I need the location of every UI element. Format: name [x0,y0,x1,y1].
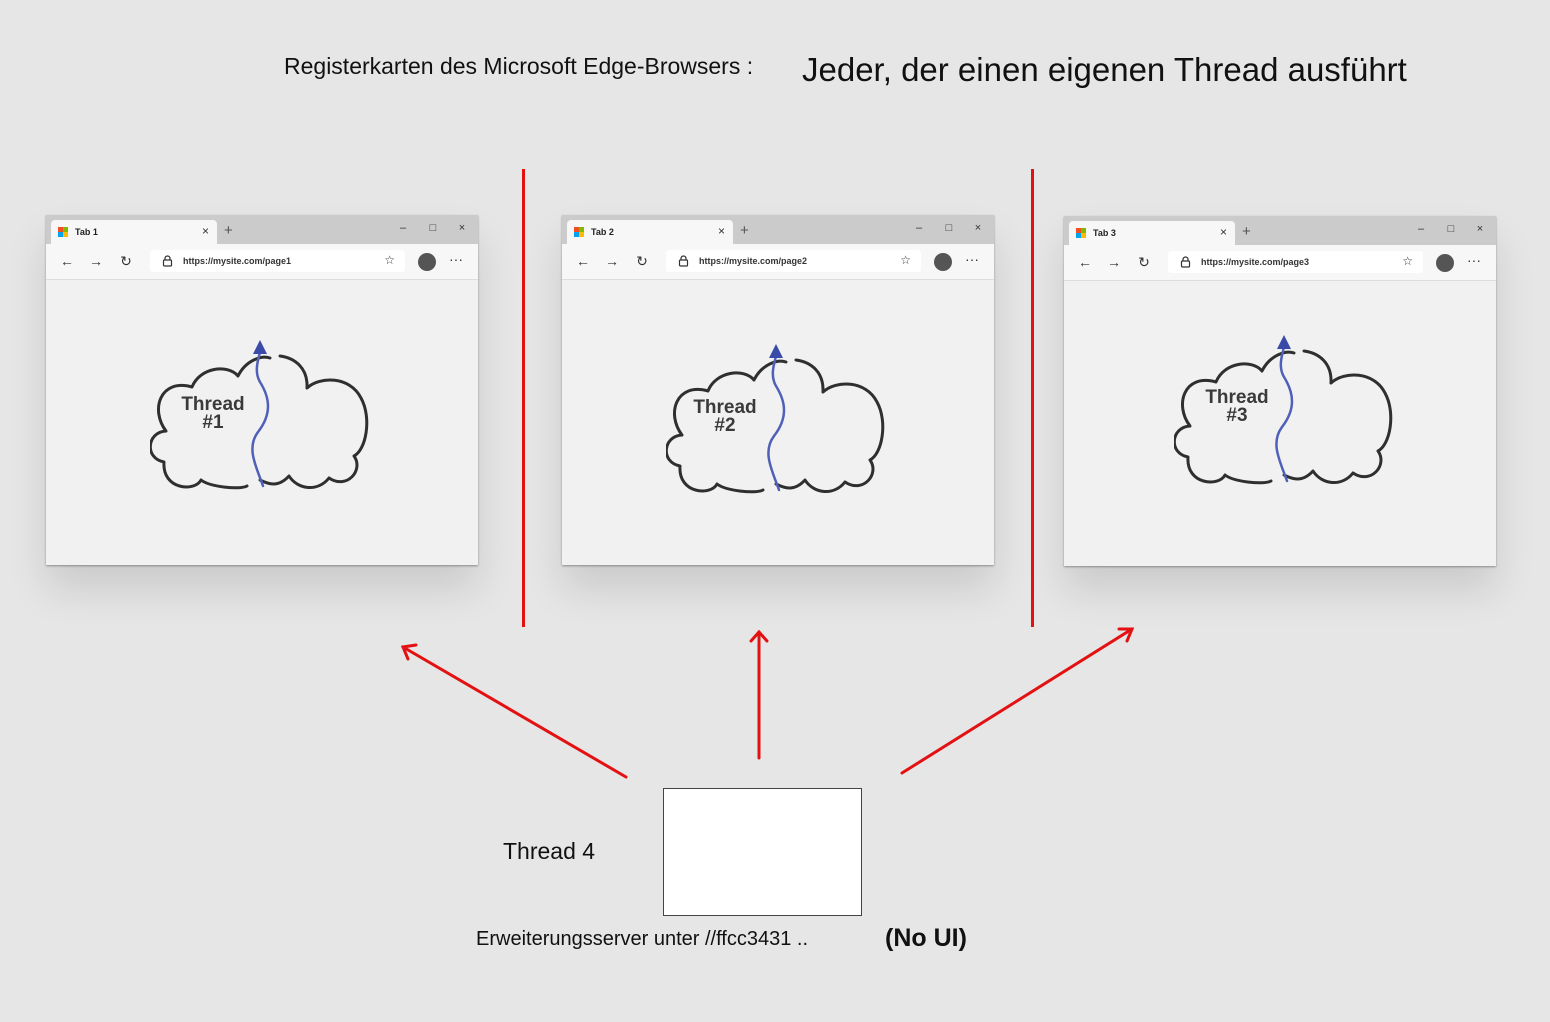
lock-icon [1180,256,1191,268]
maximize-icon[interactable]: □ [945,222,953,234]
address-bar[interactable]: https://mysite.com/page2 ☆ [666,250,921,272]
thread-number: #3 [1226,405,1248,426]
separator-line-left [522,169,525,627]
favorite-star-icon[interactable]: ☆ [900,253,911,267]
thread4-label: Thread 4 [503,838,596,864]
arrow-to-tab-1 [400,643,628,779]
new-tab-icon[interactable]: + [1242,223,1251,240]
tab-close-icon[interactable]: × [717,224,725,238]
no-ui-label: (No UI) [885,924,967,952]
new-tab-icon[interactable]: + [740,222,749,239]
thread-word: Thread [693,397,757,418]
tab-label: Tab 2 [591,227,614,237]
separator-line-right [1031,169,1034,627]
avatar[interactable] [418,253,436,271]
browser-window-3: Tab 3 × + – □ × ← → ↻ https://mysite.com… [1064,216,1496,566]
microsoft-logo-icon [58,227,68,237]
forward-icon[interactable]: → [89,253,103,269]
url-text: https://mysite.com/page1 [183,256,292,266]
page-content: Thread #2 [562,280,994,565]
header-subtitle: Registerkarten des Microsoft Edge-Browse… [284,53,754,79]
browser-toolbar: ← → ↻ https://mysite.com/page2 ☆ ··· [562,244,994,280]
address-bar[interactable]: https://mysite.com/page3 ☆ [1168,251,1423,273]
avatar[interactable] [934,253,952,271]
browser-tab[interactable]: Tab 2 × [567,220,733,244]
thread4-box [663,788,862,916]
browser-tab[interactable]: Tab 3 × [1069,221,1235,245]
avatar[interactable] [1436,254,1454,272]
browser-titlebar: Tab 3 × + – □ × [1064,216,1496,245]
tab-close-icon[interactable]: × [1219,225,1227,239]
refresh-icon[interactable]: ↻ [120,253,132,269]
maximize-icon[interactable]: □ [1447,223,1455,235]
browser-toolbar: ← → ↻ https://mysite.com/page1 ☆ ··· [46,244,478,280]
arrow-to-tab-3 [900,627,1135,775]
extension-server-label: Erweiterungsserver unter //ffcc3431 .. [476,928,809,950]
thread-label: Thread #1 [168,394,258,433]
close-window-icon[interactable]: × [974,222,982,234]
lock-icon [162,255,173,267]
favorite-star-icon[interactable]: ☆ [1402,254,1413,268]
more-icon[interactable]: ··· [965,251,979,267]
browser-toolbar: ← → ↻ https://mysite.com/page3 ☆ ··· [1064,245,1496,281]
thread-label: Thread #2 [680,397,770,436]
thread-word: Thread [181,394,245,415]
tab-label: Tab 3 [1093,228,1116,238]
page-content: Thread #3 [1064,281,1496,566]
header-title: Jeder, der einen eigenen Thread ausführt [802,51,1407,88]
refresh-icon[interactable]: ↻ [636,253,648,269]
minimize-icon[interactable]: – [1417,223,1425,235]
microsoft-logo-icon [1076,228,1086,238]
arrow-to-tab-2 [749,629,769,760]
forward-icon[interactable]: → [605,253,619,269]
forward-icon[interactable]: → [1107,254,1121,270]
more-icon[interactable]: ··· [449,251,463,267]
url-text: https://mysite.com/page3 [1201,257,1310,267]
favorite-star-icon[interactable]: ☆ [384,253,395,267]
tab-label: Tab 1 [75,227,98,237]
browser-tab[interactable]: Tab 1 × [51,220,217,244]
page-content: Thread #1 [46,280,478,565]
lock-icon [678,255,689,267]
close-window-icon[interactable]: × [1476,223,1484,235]
minimize-icon[interactable]: – [399,222,407,234]
browser-window-2: Tab 2 × + – □ × ← → ↻ https://mysite.com… [562,215,994,565]
back-icon[interactable]: ← [576,253,590,269]
thread-label: Thread #3 [1192,387,1282,426]
microsoft-logo-icon [574,227,584,237]
close-window-icon[interactable]: × [458,222,466,234]
browser-titlebar: Tab 1 × + – □ × [46,215,478,244]
back-icon[interactable]: ← [60,253,74,269]
address-bar[interactable]: https://mysite.com/page1 ☆ [150,250,405,272]
back-icon[interactable]: ← [1078,254,1092,270]
more-icon[interactable]: ··· [1467,252,1481,268]
url-text: https://mysite.com/page2 [699,256,808,266]
maximize-icon[interactable]: □ [429,222,437,234]
thread-number: #1 [202,412,224,433]
thread-number: #2 [714,415,736,436]
tab-close-icon[interactable]: × [201,224,209,238]
new-tab-icon[interactable]: + [224,222,233,239]
cloud-icon [666,344,885,494]
cloud-icon [1174,335,1393,485]
browser-titlebar: Tab 2 × + – □ × [562,215,994,244]
minimize-icon[interactable]: – [915,222,923,234]
thread-word: Thread [1205,387,1269,408]
cloud-icon [150,340,369,490]
browser-window-1: Tab 1 × + – □ × ← → ↻ https://mysite.com… [46,215,478,565]
refresh-icon[interactable]: ↻ [1138,254,1150,270]
